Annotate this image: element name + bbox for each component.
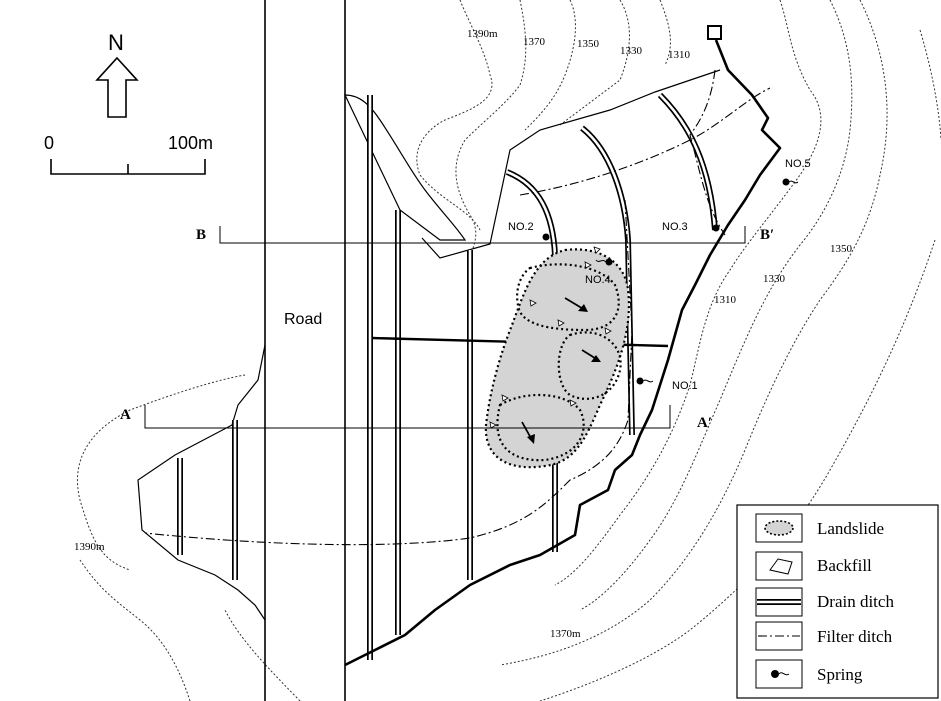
north-label: N xyxy=(108,30,124,55)
contour-label-1350-right: 1350 xyxy=(830,243,853,255)
scale-label-start: 0 xyxy=(44,133,54,153)
landslide-areas xyxy=(484,246,630,469)
legend-label-drain-ditch: Drain ditch xyxy=(817,592,894,611)
contour-label-1310-top: 1310 xyxy=(668,49,691,61)
spring-no2: NO.2 xyxy=(508,221,550,241)
legend: Landslide Backfill Drain ditch Filter di… xyxy=(736,504,939,699)
springs: NO.1 NO.2 NO.3 NO.4 NO.5 xyxy=(508,158,811,392)
contour-label-1390m-top: 1390m xyxy=(467,28,498,40)
scale-bar: 0 100m xyxy=(44,133,213,175)
spring-no3: NO.3 xyxy=(662,221,720,233)
contour-label-1330-right: 1330 xyxy=(763,273,786,285)
section-label-b-prime: B′ xyxy=(760,227,774,243)
section-label-a: A xyxy=(120,407,131,423)
spring-label-no5: NO.5 xyxy=(785,158,811,170)
drain-ditches xyxy=(177,92,718,660)
legend-item-landslide: Landslide xyxy=(755,513,884,543)
section-labels: B B′ A A′ xyxy=(120,227,774,431)
spring-no4: NO.4 xyxy=(585,258,613,286)
road-edges xyxy=(264,0,346,701)
start-marker xyxy=(707,25,722,40)
contour-label-1350-top: 1350 xyxy=(577,38,600,50)
contour-label-1330-top: 1330 xyxy=(620,45,643,57)
section-label-b: B xyxy=(196,227,206,243)
north-arrow: N xyxy=(95,30,139,118)
spring-label-no3: NO.3 xyxy=(662,221,688,233)
contour-label-1370-top: 1370 xyxy=(523,36,546,48)
spring-no5: NO.5 xyxy=(782,158,811,186)
section-label-a-prime: A′ xyxy=(697,415,712,431)
legend-item-filter-ditch: Filter ditch xyxy=(755,621,893,651)
legend-label-spring: Spring xyxy=(817,665,863,684)
scale-label-end: 100m xyxy=(168,133,213,153)
contour-label-1310-right: 1310 xyxy=(714,294,737,306)
filter-ditches xyxy=(144,69,771,546)
spring-label-no2: NO.2 xyxy=(508,221,534,233)
contour-labels: 1390m 1370 1350 1330 1310 1350 1330 1310… xyxy=(74,28,853,640)
road-label: Road xyxy=(284,311,322,328)
legend-label-filter-ditch: Filter ditch xyxy=(817,627,893,646)
site-boundary xyxy=(344,25,782,667)
north-arrow-icon xyxy=(95,56,139,118)
legend-item-drain-ditch: Drain ditch xyxy=(755,587,894,617)
spring-label-no4: NO.4 xyxy=(585,274,611,286)
spring-label-no1: NO.1 xyxy=(672,380,698,392)
contour-label-1370m-bottom: 1370m xyxy=(550,628,581,640)
legend-label-backfill: Backfill xyxy=(817,556,872,575)
legend-label-landslide: Landslide xyxy=(817,519,884,538)
section-lines xyxy=(144,226,746,429)
legend-item-spring: Spring xyxy=(755,659,863,689)
spring-no1: NO.1 xyxy=(636,377,698,392)
contour-label-1390m-left: 1390m xyxy=(74,541,105,553)
legend-item-backfill: Backfill xyxy=(755,551,872,581)
